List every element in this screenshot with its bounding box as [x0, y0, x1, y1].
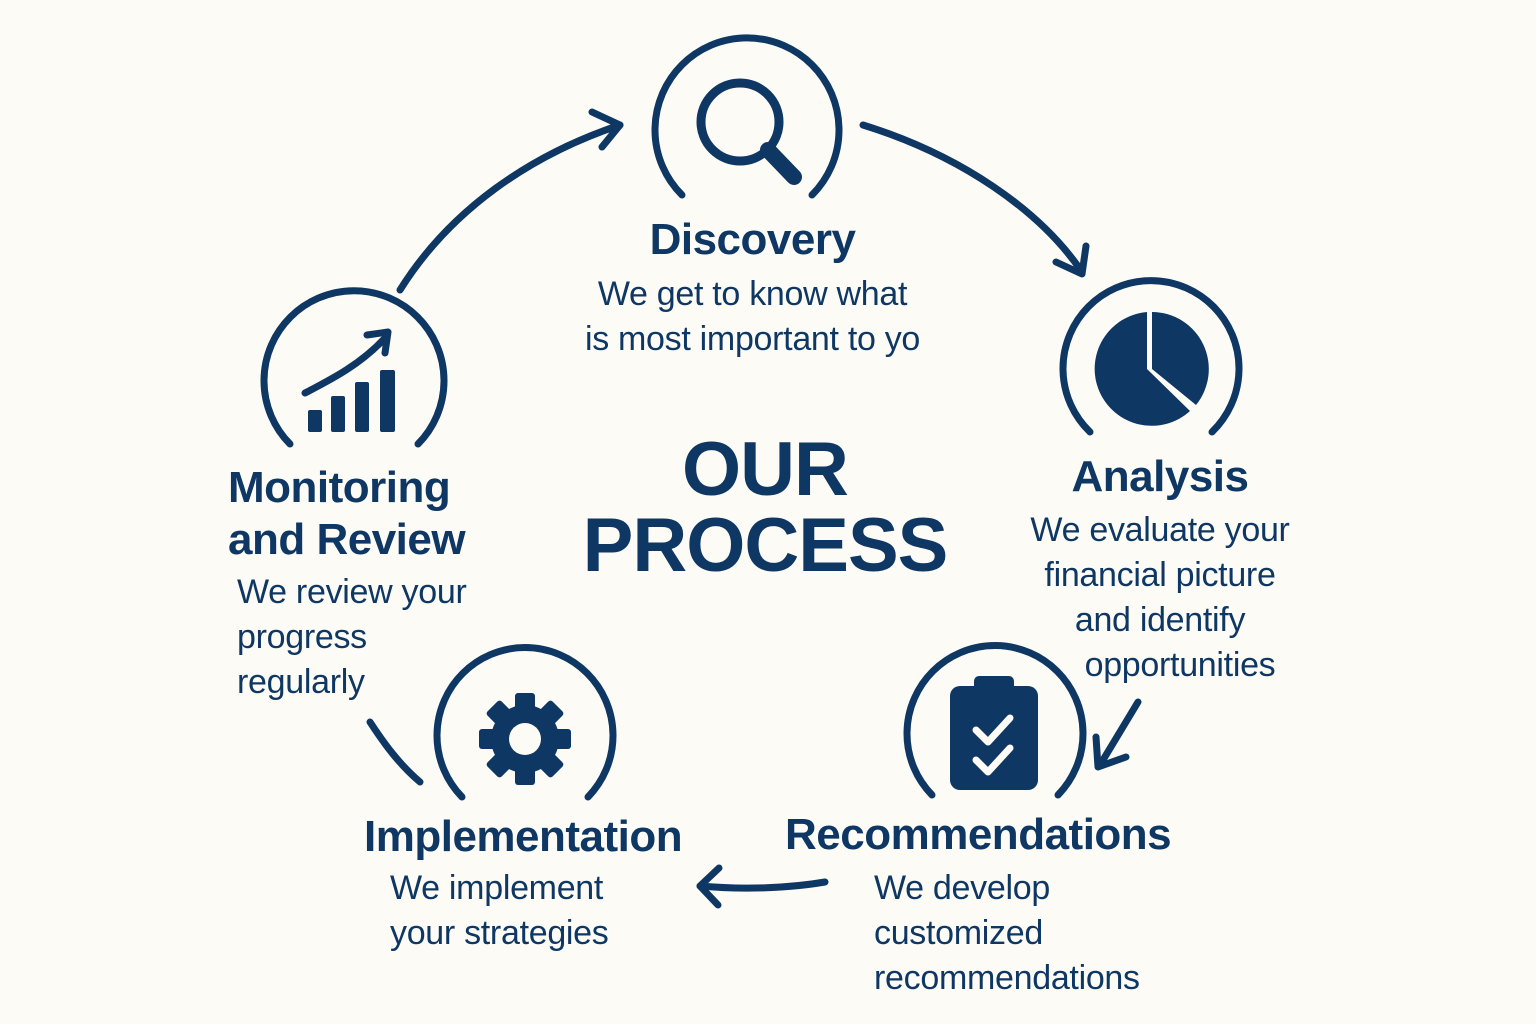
monitoring-title-line-2: and Review	[228, 515, 466, 564]
implementation-description: We implement your strategies	[390, 866, 670, 956]
recommendations-description: We develop customized recommendations	[874, 866, 1194, 1001]
arrow-discovery-to-analysis	[859, 121, 1090, 278]
analysis-desc-line-3: and identify	[1074, 601, 1246, 639]
arrow-monitoring-to-discovery	[396, 108, 624, 294]
implementation-ring	[433, 644, 617, 801]
analysis-title: Analysis	[1071, 452, 1249, 501]
center-title: OUR PROCESS	[575, 432, 955, 584]
recommendations-desc-line-2: customized	[874, 914, 1043, 952]
gear-icon	[479, 693, 571, 785]
recommendations-desc-line-3: recommendations	[874, 959, 1140, 997]
monitoring-title: Monitoring and Review	[228, 462, 498, 566]
recommendations-ring	[903, 642, 1087, 799]
monitoring-description: We review your progress regularly	[237, 570, 507, 705]
arrow-recommendations-to-implementation	[696, 864, 829, 909]
implementation-title: Implementation	[364, 812, 683, 861]
monitoring-desc-line-2: progress	[237, 618, 367, 656]
recommendations-desc-line-1: We develop	[874, 869, 1050, 907]
analysis-desc-line-1: We evaluate your	[1030, 511, 1290, 549]
clipboard-check-icon	[950, 676, 1038, 790]
monitoring-desc-line-1: We review your	[237, 573, 467, 611]
monitoring-title-line-1: Monitoring	[228, 463, 451, 512]
pie-chart-icon	[1094, 312, 1209, 426]
analysis-desc-line-2: financial picture	[1044, 556, 1276, 594]
discovery-desc-line-1: We get to know what	[597, 275, 908, 313]
analysis-desc-line-4: opportunities	[1084, 646, 1276, 684]
analysis-description: We evaluate your financial picture and i…	[1010, 508, 1310, 688]
analysis-ring	[1059, 277, 1243, 436]
monitoring-desc-line-3: regularly	[237, 663, 365, 701]
recommendations-title: Recommendations	[785, 810, 1172, 859]
center-title-line-1: OUR	[682, 427, 849, 512]
arrow-analysis-to-recommendations	[1092, 698, 1142, 771]
arrow-implementation-to-monitoring	[366, 718, 424, 786]
discovery-title: Discovery	[649, 215, 856, 264]
discovery-ring	[651, 34, 843, 199]
implementation-desc-line-1: We implement	[390, 869, 604, 907]
monitoring-ring	[260, 287, 448, 448]
bar-chart-arrow-icon	[301, 328, 395, 432]
center-title-line-2: PROCESS	[582, 503, 949, 588]
magnifier-icon	[696, 78, 802, 185]
discovery-desc-line-2: is most important to yo	[584, 320, 921, 358]
implementation-desc-line-2: your strategies	[390, 914, 609, 952]
discovery-description: We get to know what is most important to…	[520, 272, 985, 362]
